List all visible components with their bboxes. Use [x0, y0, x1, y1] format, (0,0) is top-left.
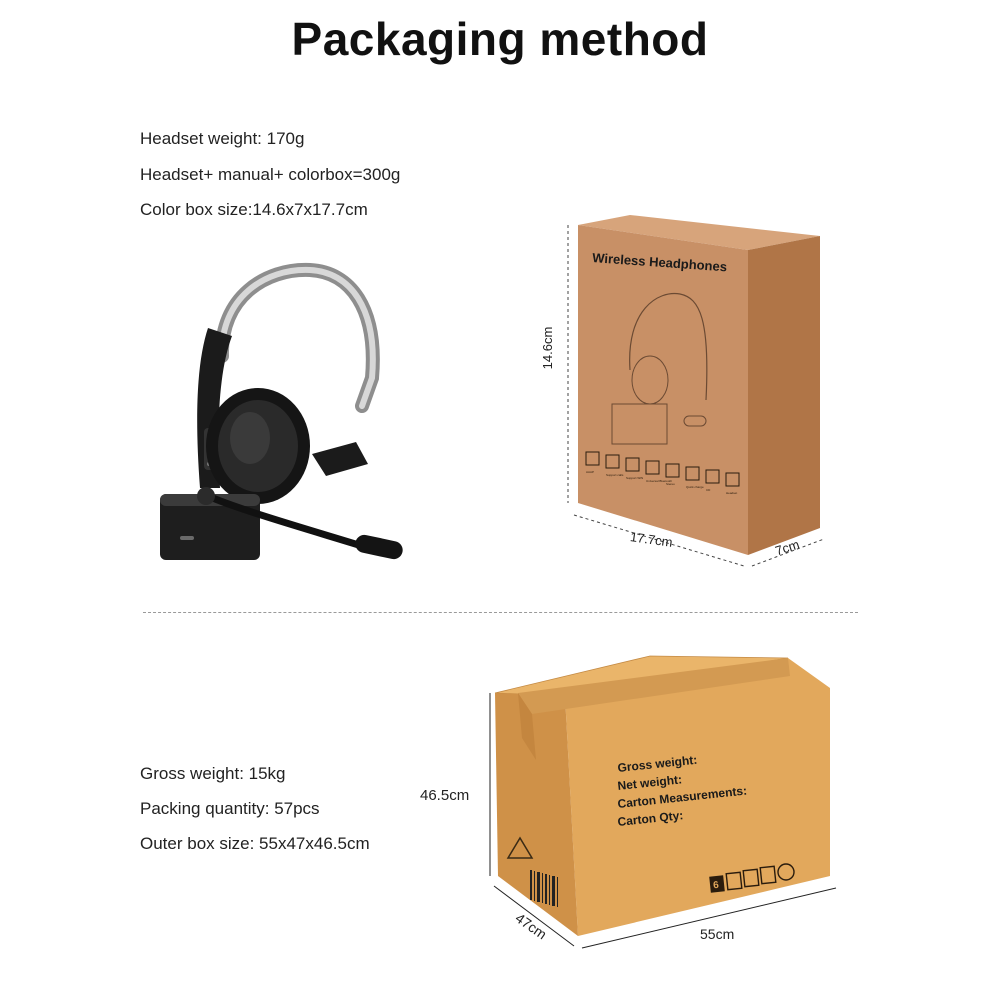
feature-label: Stereo [666, 482, 675, 486]
feature-label: Headset [726, 491, 737, 495]
feature-icon [625, 457, 640, 472]
feature-icon [705, 469, 720, 484]
feature-icon [585, 451, 600, 466]
outer-box-size-text: Outer box size: 55x47x46.5cm [140, 834, 370, 853]
this-way-up-icon [759, 865, 777, 885]
carton-height-dim: 46.5cm [420, 787, 470, 804]
barcode [530, 870, 558, 907]
handling-icons: 6 [709, 863, 795, 893]
stack-limit-icon: 6 [713, 880, 720, 892]
recycle-icon [777, 863, 795, 881]
feature-icon [645, 460, 660, 475]
feature-icon [725, 472, 740, 487]
headset-weight-text: Headset weight: 170g [140, 129, 305, 148]
feature-icon [665, 463, 680, 478]
section-divider [143, 612, 858, 613]
color-box-height-text: 14.6cm [540, 326, 555, 370]
gross-weight-text: Gross weight: 15kg [140, 764, 286, 783]
carton-image: Gross weight: Net weight: Carton Measure… [489, 655, 837, 949]
feature-label: CD [706, 488, 711, 492]
glass-icon [742, 868, 760, 888]
feature-label: Universal Bluetooth [646, 479, 672, 483]
carton-qty-label: Carton Qty: [617, 808, 684, 829]
feature-label: AAAP [586, 470, 594, 474]
carton-net-weight-label: Net weight: [617, 772, 683, 793]
carton-width-dim: 55cm [700, 926, 735, 942]
feature-label: Support WIN [626, 476, 643, 480]
umbrella-icon [725, 871, 743, 891]
feature-icon [605, 454, 620, 469]
page-title: Packaging method [291, 13, 709, 65]
package-weight-text: Headset+ manual+ colorbox=300g [140, 165, 401, 184]
headset-image [160, 262, 403, 560]
color-box-height-dim: 14.6cm [540, 305, 555, 370]
packing-quantity-text: Packing quantity: 57pcs [140, 799, 320, 818]
feature-label: Quick charge [686, 485, 704, 489]
feature-label: Support calls [606, 473, 624, 477]
color-box-size-text: Color box size:14.6x7x17.7cm [140, 200, 368, 219]
feature-icon [685, 466, 700, 481]
